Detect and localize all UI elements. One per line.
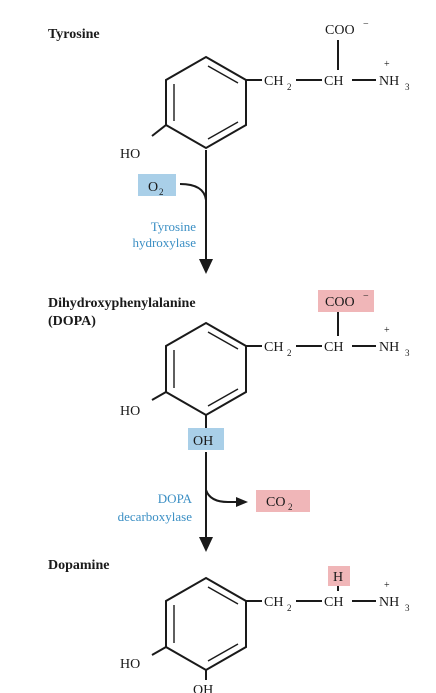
step1-arrow-head (199, 259, 213, 274)
dopamine-ch-label: CH (324, 595, 343, 610)
hydroxylation-step: O 2 Tyrosine hydroxylase (132, 150, 213, 274)
dopamine-ch2-subscript: 2 (287, 603, 292, 613)
dopa-minus-charge: − (363, 291, 369, 302)
dopamine-benzene-ring (165, 576, 247, 672)
tyrosine-ch2-label: CH (264, 74, 283, 89)
co2-label: CO (266, 495, 285, 510)
dopa-oh-highlight (188, 428, 224, 450)
dopamine-nh3-subscript: 3 (405, 603, 410, 613)
tyrosine-title: Tyrosine (48, 27, 100, 42)
dopa-ch-label: CH (324, 340, 343, 355)
dopa-plus-charge: + (384, 325, 390, 336)
dopamine-title: Dopamine (48, 558, 109, 573)
tyrosine-coo-label: COO (325, 23, 355, 38)
dopa-decarboxylase-line2: decarboxylase (118, 509, 193, 524)
dopa-oh-label: OH (193, 434, 213, 449)
dopamine-ho-bond (151, 646, 167, 656)
decarboxylation-step: CO 2 DOPA decarboxylase (118, 452, 310, 552)
tyrosine-ho-bond (151, 124, 167, 137)
dopamine-ho-label: HO (120, 657, 140, 672)
dopamine-h-highlight (328, 566, 350, 586)
dopa-decarboxylase-line1: DOPA (158, 491, 193, 506)
step2-arrow-head (199, 537, 213, 552)
tyrosine-plus-charge: + (384, 59, 390, 70)
co2-subscript: 2 (288, 502, 293, 512)
dopa-nh3-label: NH (379, 340, 399, 355)
dopamine-nh3-label: NH (379, 595, 399, 610)
dopa-coo-highlight (318, 290, 374, 312)
dopa-ho-label: HO (120, 404, 140, 419)
tyrosine-hydroxylase-line1: Tyrosine (151, 219, 197, 234)
dopamine-molecule: Dopamine HO OH CH 2 CH NH 3 + H (48, 558, 410, 693)
tyrosine-minus-charge: − (363, 19, 369, 30)
dopa-coo-label: COO (325, 295, 355, 310)
o2-label: O (148, 180, 158, 195)
tyrosine-benzene-ring (165, 55, 247, 150)
dopa-benzene-ring (165, 321, 247, 417)
dopa-title-line2: (DOPA) (48, 314, 96, 329)
dopamine-oh-label: OH (193, 683, 213, 693)
tyrosine-ho-label: HO (120, 147, 140, 162)
co2-highlight (256, 490, 310, 512)
dopa-title-line1: Dihydroxyphenylalanine (48, 296, 196, 311)
dopa-ch2-label: CH (264, 340, 283, 355)
dopa-ho-bond (151, 391, 167, 401)
tyrosine-nh3-subscript: 3 (405, 82, 410, 92)
dopamine-h-label: H (333, 570, 343, 585)
dopa-molecule: Dihydroxyphenylalanine (DOPA) HO OH CH 2… (48, 290, 410, 450)
o2-highlight (138, 174, 176, 196)
tyrosine-hydroxylase-line2: hydroxylase (132, 235, 196, 250)
dopa-nh3-subscript: 3 (405, 348, 410, 358)
o2-subscript: 2 (159, 187, 164, 197)
dopamine-ch2-label: CH (264, 595, 283, 610)
co2-arrow-head (236, 497, 248, 507)
tyrosine-nh3-label: NH (379, 74, 399, 89)
tyrosine-ch2-subscript: 2 (287, 82, 292, 92)
tyrosine-ch-label: CH (324, 74, 343, 89)
o2-input-curve (179, 183, 207, 201)
tyrosine-molecule: Tyrosine HO CH 2 CH NH 3 + COO − (48, 19, 410, 162)
dopa-ch2-subscript: 2 (287, 348, 292, 358)
dopamine-plus-charge: + (384, 580, 390, 591)
co2-output-curve (205, 489, 238, 503)
